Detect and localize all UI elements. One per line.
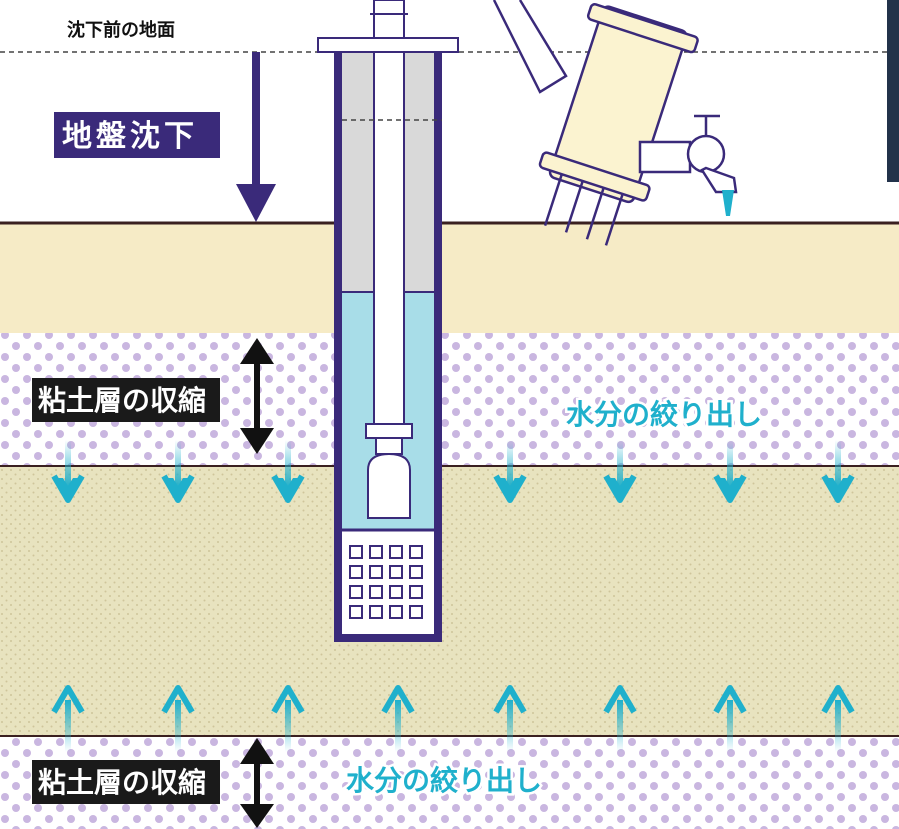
water-down-arrow-icon [821, 440, 855, 503]
upper-clay-label-box [32, 378, 220, 422]
water-up-arrow-icon [713, 685, 747, 752]
lower-clay-label-box [32, 760, 220, 804]
water-up-arrow-icon [51, 685, 85, 752]
well-screen-holes [349, 545, 423, 619]
water-up-arrow-icon [271, 685, 305, 752]
screen-hole [369, 545, 383, 559]
screen-hole [409, 545, 423, 559]
upper-clay-label: 粘土層の収縮 [38, 384, 206, 417]
screen-hole [369, 605, 383, 619]
subsidence-label: 地盤沈下 [62, 119, 198, 154]
lower-clay-label: 粘土層の収縮 [38, 766, 206, 799]
water-up-arrow-icon [603, 685, 637, 752]
photo-thumbnail [887, 0, 899, 182]
water-up-arrow-icon [821, 685, 855, 752]
lower-water-squeeze-label: 水分の絞り出し [346, 764, 542, 797]
subsidence-label-box [54, 112, 220, 158]
faucet-water-drop [722, 190, 734, 216]
screen-hole [409, 565, 423, 579]
original-ground-label: 沈下前の地面 [67, 19, 175, 41]
screen-hole [409, 605, 423, 619]
screen-hole [369, 585, 383, 599]
subsidence-down-arrow-icon [236, 52, 276, 222]
water-up-arrow-icon [161, 685, 195, 752]
water-up-arrow-icon [493, 685, 527, 752]
upper-clay-double-arrow-icon [240, 338, 274, 454]
screen-hole [389, 605, 403, 619]
water-down-arrow-icon [603, 440, 637, 503]
water-up-arrow-icon [381, 685, 415, 752]
topsoil-layer [0, 223, 899, 333]
pump-machine-icon [492, 0, 738, 246]
screen-hole [369, 565, 383, 579]
screen-hole [389, 545, 403, 559]
upper-water-squeeze-label: 水分の絞り出し [566, 398, 762, 431]
water-down-arrow-icon [271, 440, 305, 503]
aquifer-layer [0, 466, 899, 736]
water-up-arrows [51, 685, 855, 752]
screen-hole [349, 605, 363, 619]
screen-hole [349, 565, 363, 579]
well [317, 0, 459, 642]
screen-hole [389, 565, 403, 579]
screen-hole [389, 585, 403, 599]
water-down-arrow-icon [493, 440, 527, 503]
water-down-arrow-icon [161, 440, 195, 503]
water-down-arrow-icon [51, 440, 85, 503]
screen-hole [349, 585, 363, 599]
lower-clay-double-arrow-icon [240, 738, 274, 828]
screen-hole [349, 545, 363, 559]
water-down-arrow-icon [713, 440, 747, 503]
water-down-arrows [51, 440, 855, 503]
screen-hole [409, 585, 423, 599]
